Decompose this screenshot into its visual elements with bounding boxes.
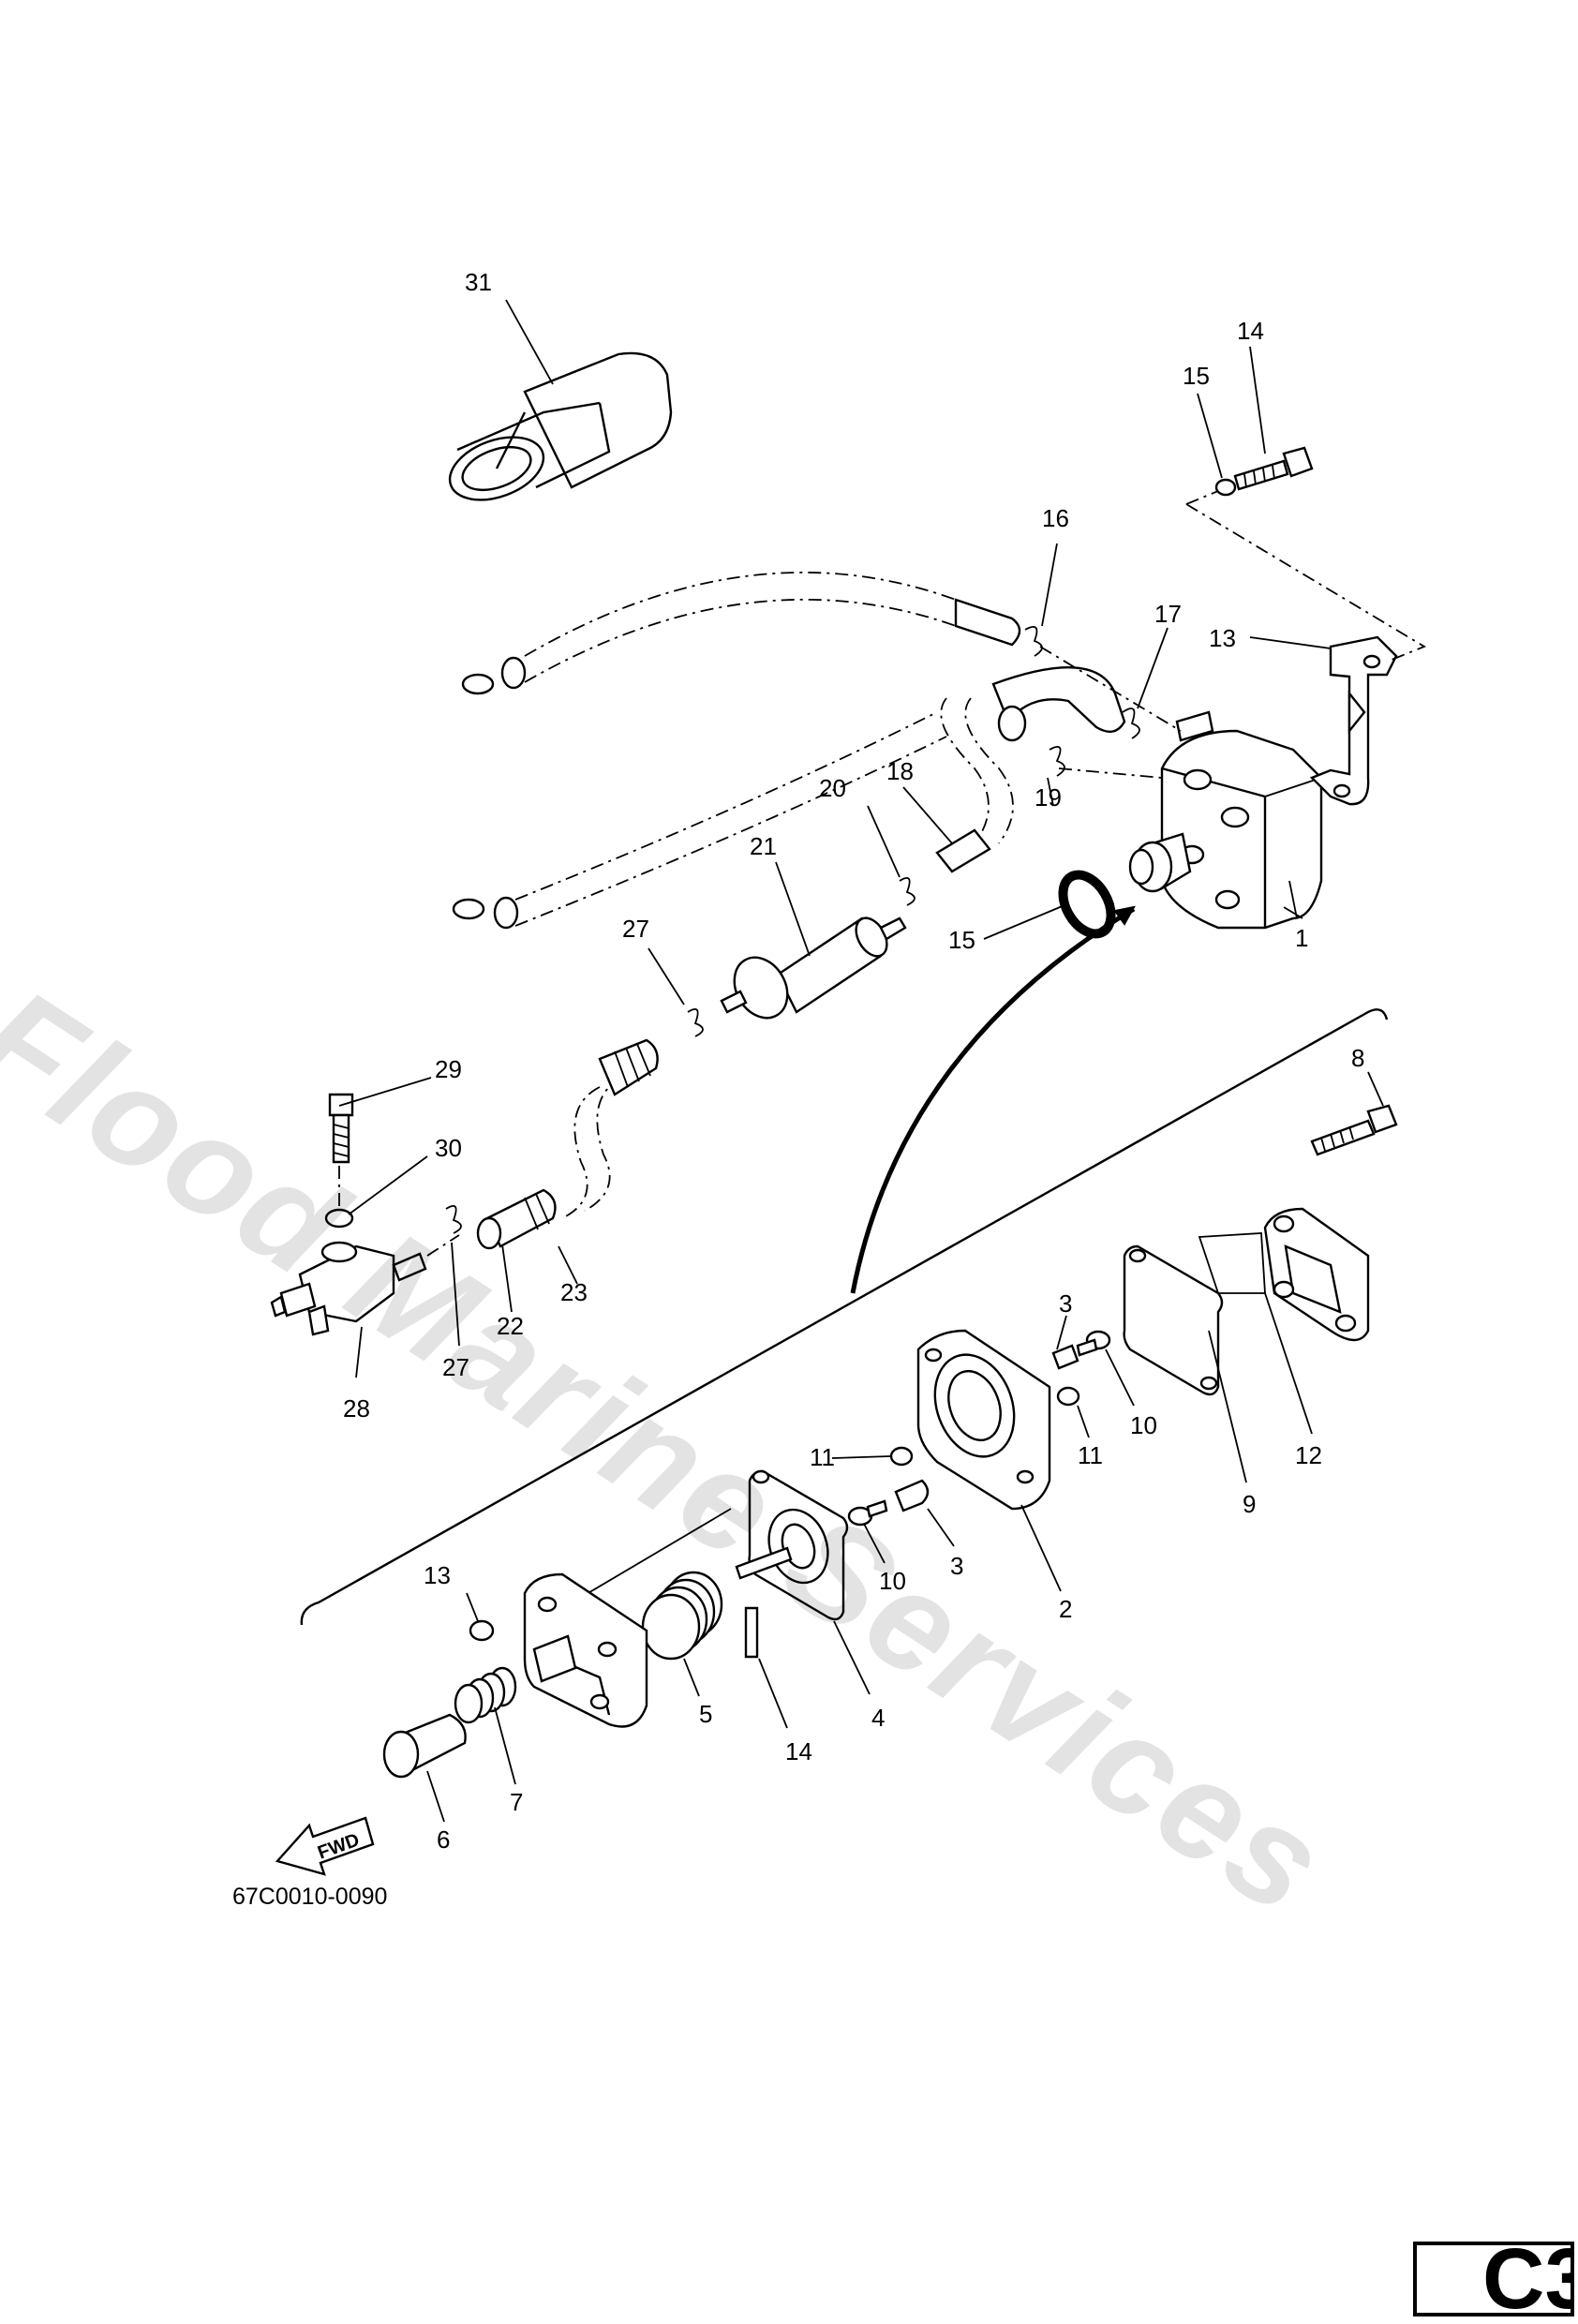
callout-12: 12 [1295, 1441, 1322, 1469]
callout-11-lower: 11 [810, 1443, 835, 1471]
callout-23: 20 [819, 774, 846, 802]
callout-26: 23 [560, 1278, 588, 1306]
cover-12-leader-box [1198, 1232, 1266, 1294]
pump-cover-left [523, 1572, 648, 1728]
part-10-screw-lower [847, 1499, 888, 1527]
part-13-nut [469, 1619, 495, 1642]
callout-1: 1 [1295, 924, 1308, 952]
callout-4: 4 [871, 1704, 885, 1732]
part-2-pump-body [916, 1329, 1051, 1511]
fwd-arrow [275, 1816, 375, 1876]
part-1-fuel-pump [1128, 710, 1323, 930]
callout-11-upper: 11 [1078, 1441, 1103, 1469]
part-10-screw-upper [1076, 1330, 1111, 1357]
bolt-17-centerline [1185, 490, 1427, 663]
callout-leader-lines [338, 299, 1384, 1823]
callout-10-lower: 10 [879, 1567, 906, 1595]
part-12-cover [1263, 1207, 1370, 1342]
callout-13: 13 [424, 1561, 451, 1589]
document-code: 67C0010-0090 [232, 1884, 388, 1910]
callout-18: 15 [1183, 362, 1210, 390]
part-25-joint [476, 1188, 557, 1250]
callout-3-lower: 3 [950, 1552, 963, 1580]
part-3-valve-lower [894, 1479, 930, 1512]
part-24-fuel-filter [720, 916, 907, 1020]
page-id-box: C3 [1413, 2242, 1574, 2317]
callout-22: 19 [1035, 783, 1062, 812]
part-6-plunger [382, 1713, 467, 1779]
callout-3-upper: 3 [1059, 1289, 1072, 1318]
part-8-bolt [1310, 1104, 1398, 1156]
hose-clips [445, 626, 1140, 1234]
callout-29: 29 [435, 1055, 462, 1083]
callout-20: 17 [1154, 600, 1182, 628]
part-17-bolt [1233, 446, 1314, 491]
part-26-hose [561, 1038, 659, 1219]
part-11-nut-lower [889, 1446, 914, 1467]
callout-31: 31 [465, 268, 492, 296]
callout-19: 16 [1042, 504, 1069, 532]
part-11-nut-upper [1056, 1386, 1080, 1407]
clip-centerlines [1039, 646, 1182, 779]
callout-10-upper: 10 [1130, 1411, 1157, 1439]
callout-15: 15 [948, 926, 975, 954]
part-16-bracket [1309, 635, 1398, 806]
part-5-spring [641, 1571, 723, 1661]
callout-25: 22 [497, 1312, 524, 1340]
callout-9: 9 [1243, 1490, 1256, 1518]
part-14-pin [744, 1606, 759, 1659]
part-28-fuel-joint [270, 1241, 427, 1336]
detail-reference-line [850, 906, 1136, 1294]
callout-17: 14 [1237, 317, 1264, 345]
callout-28: 28 [343, 1394, 370, 1423]
part-7-spring [454, 1666, 517, 1724]
part-15-o-ring [1058, 870, 1116, 939]
detail-frame-line-lower [300, 1008, 1389, 1626]
callout-24: 21 [750, 832, 777, 860]
callout-27-upper: 27 [622, 915, 649, 943]
callout-2: 2 [1059, 1595, 1072, 1623]
fuel-hose-upper [461, 572, 1021, 695]
fuel-hose-middle [452, 666, 1126, 930]
callout-5: 5 [699, 1700, 712, 1728]
callout-30: 30 [435, 1134, 462, 1162]
callout-21: 18 [886, 757, 914, 785]
fuel-hose-21 [935, 697, 1014, 873]
detail-arrowhead [1113, 905, 1136, 926]
callout-8: 8 [1351, 1044, 1364, 1072]
page-id: C3 [1482, 2242, 1571, 2317]
callout-labels: 31 14 15 16 17 13 19 18 20 21 15 1 27 29… [315, 268, 1364, 1864]
part-4-diaphragm [735, 1469, 849, 1621]
callout-27-lower: 27 [442, 1353, 469, 1381]
part-30-washer [324, 1208, 354, 1229]
callout-6: 6 [437, 1825, 450, 1854]
callout-16: 13 [1209, 624, 1236, 652]
part-3-valve-upper [1051, 1344, 1079, 1370]
callout-7: 7 [510, 1788, 523, 1816]
joint-centerline [338, 1166, 460, 1257]
callout-14: 14 [785, 1737, 812, 1765]
part-9-diaphragm [1123, 1244, 1224, 1396]
part-31-grommet [448, 351, 673, 501]
part-18-washer [1214, 478, 1237, 497]
